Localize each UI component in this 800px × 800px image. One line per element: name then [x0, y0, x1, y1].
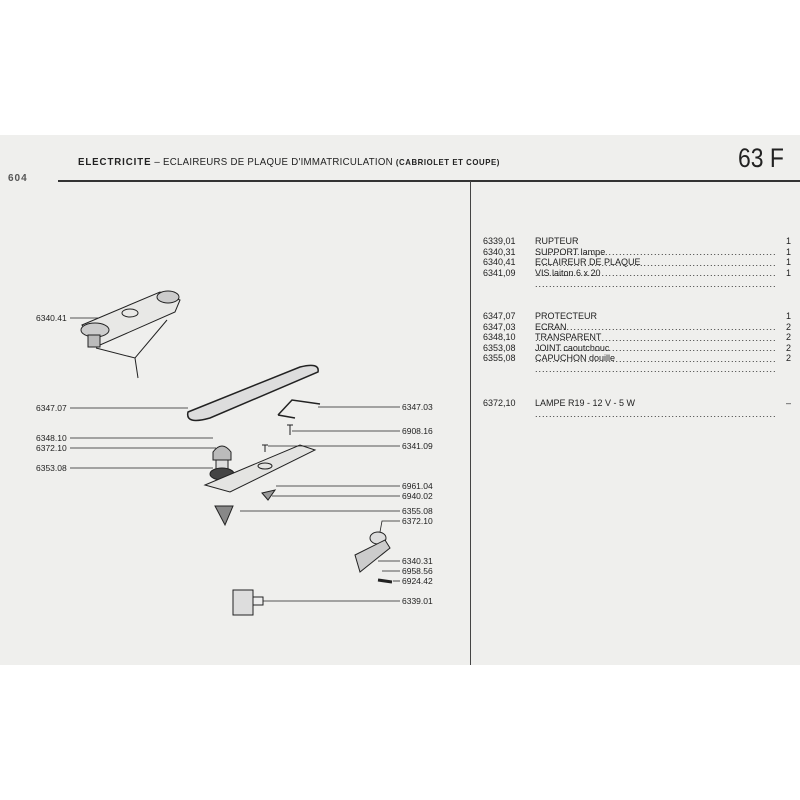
part-desc: JOINT caoutchouc [535, 343, 777, 365]
part-code: 6355,08 [483, 353, 516, 364]
part-desc: VIS laiton 6 x 20 [535, 268, 777, 290]
callout-label: 6341.09 [402, 441, 433, 451]
page-title: ELECTRICITE – ECLAIREURS DE PLAQUE D'IMM… [78, 156, 500, 168]
screw-drawing [262, 444, 268, 452]
parts-list-row: 6348,10TRANSPARENT2 [483, 332, 791, 343]
part-qty: 1 [785, 267, 791, 278]
part-desc: RUPTEUR [535, 236, 777, 258]
callout-label: 6348.10 [36, 433, 67, 443]
part-desc: CAPUCHON douille [535, 353, 777, 375]
part-desc: ECRAN [535, 322, 777, 344]
part-qty: 2 [785, 332, 791, 343]
model-logo: 604 [8, 173, 28, 184]
parts-list-row: 6347,03ECRAN2 [483, 322, 791, 333]
part-code: 6347,03 [483, 321, 516, 332]
part-code: 6339,01 [483, 236, 516, 246]
part-qty: 2 [785, 321, 791, 332]
part-qty: 1 [785, 246, 791, 257]
part-qty: – [785, 398, 791, 408]
part-qty: 1 [785, 257, 791, 268]
part-desc: PROTECTEUR [535, 311, 777, 333]
page-number: 63 F [738, 143, 784, 173]
part-code: 6372,10 [483, 398, 516, 408]
callout-label: 6355.08 [402, 506, 433, 516]
switch-drawing [232, 589, 254, 616]
parts-list-row: 6347,07PROTECTEUR1 [483, 311, 791, 322]
socket-cap-drawing [214, 505, 234, 527]
screw-drawing [287, 424, 293, 435]
part-code: 6353,08 [483, 342, 516, 353]
callout-label: 6340.41 [36, 313, 67, 323]
bulb-lens-drawing [212, 445, 232, 461]
part-code: 6340,31 [483, 246, 516, 257]
callout-label: 6372.10 [36, 443, 67, 453]
callout-label: 6353.08 [36, 463, 67, 473]
part-desc: LAMPE R19 - 12 V - 5 W [535, 398, 777, 420]
part-qty: 2 [785, 342, 791, 353]
callout-label: 6347.07 [36, 403, 67, 413]
column-divider [470, 181, 471, 665]
part-qty: 1 [785, 236, 791, 246]
protector-drawing [186, 364, 319, 422]
callout-label: 6924.42 [402, 576, 433, 586]
part-code: 6341,09 [483, 267, 516, 278]
callout-label: 6347.03 [402, 402, 433, 412]
part-code: 6348,10 [483, 332, 516, 343]
lamp-support-drawing [354, 531, 393, 584]
header-rule [58, 180, 800, 182]
parts-list-row: 6339,01RUPTEUR1 [483, 236, 791, 247]
callout-label: 6372.10 [402, 516, 433, 526]
wing-nut-drawing [261, 489, 277, 501]
part-qty: 2 [785, 353, 791, 364]
callout-label: 6340.31 [402, 556, 433, 566]
part-code: 6340,41 [483, 257, 516, 268]
callout-label: 6908.16 [402, 426, 433, 436]
callout-label: 6940.02 [402, 491, 433, 501]
part-qty: 1 [785, 311, 791, 321]
screen-bracket-drawing [277, 399, 321, 419]
leader-lines [70, 317, 400, 602]
plate-lamp-assembly-drawing [80, 290, 181, 379]
part-desc: SUPPORT lampe [535, 247, 777, 269]
part-code: 6347,07 [483, 311, 516, 321]
part-desc: TRANSPARENT [535, 332, 777, 354]
callout-label: 6339.01 [402, 596, 433, 606]
callout-label: 6958.56 [402, 566, 433, 576]
callout-label: 6961.04 [402, 481, 433, 491]
part-desc: ECLAIREUR DE PLAQUE [535, 257, 777, 279]
